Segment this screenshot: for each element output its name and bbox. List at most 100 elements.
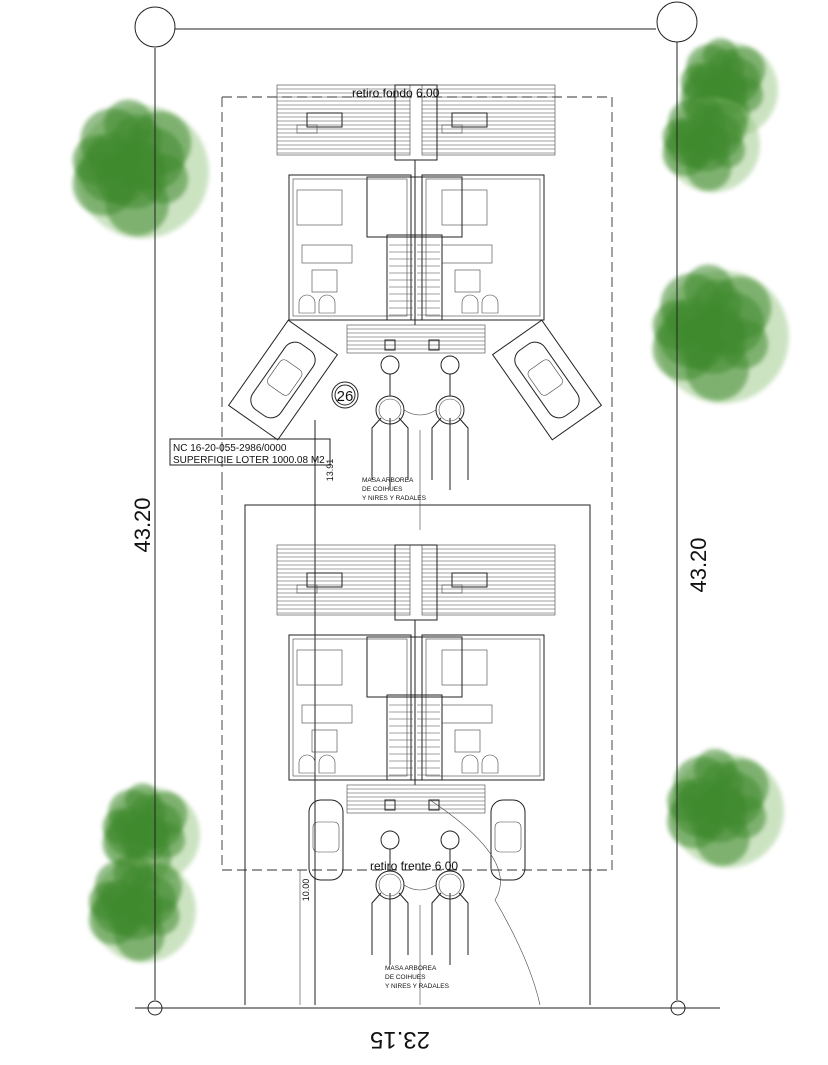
unit-outline [421, 174, 545, 321]
meter-box [384, 339, 396, 351]
duplex-houses [276, 84, 556, 814]
dining-table [441, 189, 488, 226]
table [306, 112, 343, 128]
driveways [371, 355, 541, 1006]
lot-boundary [134, 1, 720, 1016]
tree-note-line: DE COIHUES [385, 974, 426, 981]
car [490, 799, 526, 881]
car-roof [312, 821, 340, 853]
corner-marker [670, 1000, 686, 1016]
chair [296, 124, 318, 134]
tree-note-line: MASA ARBOREA [362, 477, 414, 484]
dim-mid: 13.91 [325, 459, 335, 482]
walkway-line [371, 417, 382, 480]
tree-foliage [126, 875, 177, 925]
unit-outline [421, 634, 545, 781]
car [250, 341, 316, 419]
bed-label-box [454, 269, 481, 293]
bed-label-box [311, 269, 338, 293]
unit-inner-wall [425, 638, 541, 777]
tree-foliage [715, 58, 761, 104]
deck [421, 544, 556, 616]
entry [394, 84, 438, 161]
armchairs [461, 754, 499, 774]
chair [296, 584, 318, 594]
dining-table [441, 649, 488, 686]
lot-number: 26 [337, 388, 354, 405]
lot-number-circle-inner [334, 384, 356, 406]
lot-id: NC 16-20-055-2986/0000 [173, 443, 287, 454]
porch [346, 324, 486, 354]
walkway-line [431, 417, 442, 480]
bollard-lamp-inner [378, 873, 402, 897]
corner-marker [134, 6, 176, 48]
walkway-line [458, 892, 469, 955]
parking-space [491, 319, 603, 441]
walkway-line [431, 892, 442, 955]
corner-marker [656, 1, 698, 43]
tree [88, 853, 196, 963]
lower-building-envelope [244, 504, 591, 1005]
armchairs [461, 294, 499, 314]
tree-note-line: Y NIRES Y RADALES [362, 495, 427, 502]
tree-note-line: Y NIRES Y RADALES [385, 983, 450, 990]
deck [421, 84, 556, 156]
bed [301, 244, 353, 264]
walkway-line [458, 417, 469, 480]
lot-info-box [169, 438, 331, 466]
lower-setback [221, 480, 613, 871]
porch [346, 784, 486, 814]
armchairs [298, 754, 336, 774]
meter-box [428, 339, 440, 351]
chair [441, 124, 463, 134]
duplex-house [276, 84, 556, 354]
bed [441, 244, 493, 264]
tree [667, 748, 784, 868]
bed-label-box [311, 729, 338, 753]
unit-inner-wall [425, 178, 541, 317]
walkway-connector [403, 884, 437, 891]
dining-table [296, 189, 343, 226]
armchairs [298, 294, 336, 314]
car-roof [527, 359, 563, 396]
car [308, 799, 344, 881]
walkway-line [398, 417, 409, 480]
bollard-lamp-inner [438, 398, 462, 422]
tree-note-lower: MASA ARBOREA DE COIHUES Y NIRES Y RADALE… [385, 965, 450, 990]
tree [72, 99, 209, 239]
lot-number-circle [331, 381, 359, 409]
dining-table [296, 649, 343, 686]
tree-foliage [121, 127, 185, 191]
tree-foliage [137, 803, 183, 849]
chair [441, 584, 463, 594]
tree [652, 264, 789, 404]
dim-front: 10.00 [301, 879, 311, 902]
car [514, 341, 580, 419]
car-roof [494, 821, 522, 853]
walkway-line [398, 892, 409, 955]
access-path [429, 799, 541, 1006]
unit-outline [288, 174, 412, 321]
duplex-house [276, 544, 556, 814]
lot-area: SUPERFICIE LOTER 1000.08 M2 [173, 455, 325, 466]
bed [441, 704, 493, 724]
dim-bottom: 23.15 [370, 1026, 430, 1053]
meter-box [428, 799, 440, 811]
bollard-lamp-inner [438, 873, 462, 897]
table [451, 112, 488, 128]
tree-foliage [708, 772, 763, 827]
walkway-connector [403, 409, 437, 416]
tree-note-line: DE COIHUES [362, 486, 403, 493]
tree-note-upper: MASA ARBOREA DE COIHUES Y NIRES Y RADALE… [362, 477, 427, 502]
bollard-lamp [440, 355, 460, 375]
walkway-line [371, 892, 382, 955]
bed [301, 704, 353, 724]
bollard-lamp [440, 830, 460, 850]
bed-label-box [454, 729, 481, 753]
unit-inner-wall [292, 638, 408, 777]
parking-space [308, 799, 344, 881]
rear-setback-label: retiro fondo 6.00 [352, 86, 440, 100]
tree-foliage [701, 292, 765, 356]
